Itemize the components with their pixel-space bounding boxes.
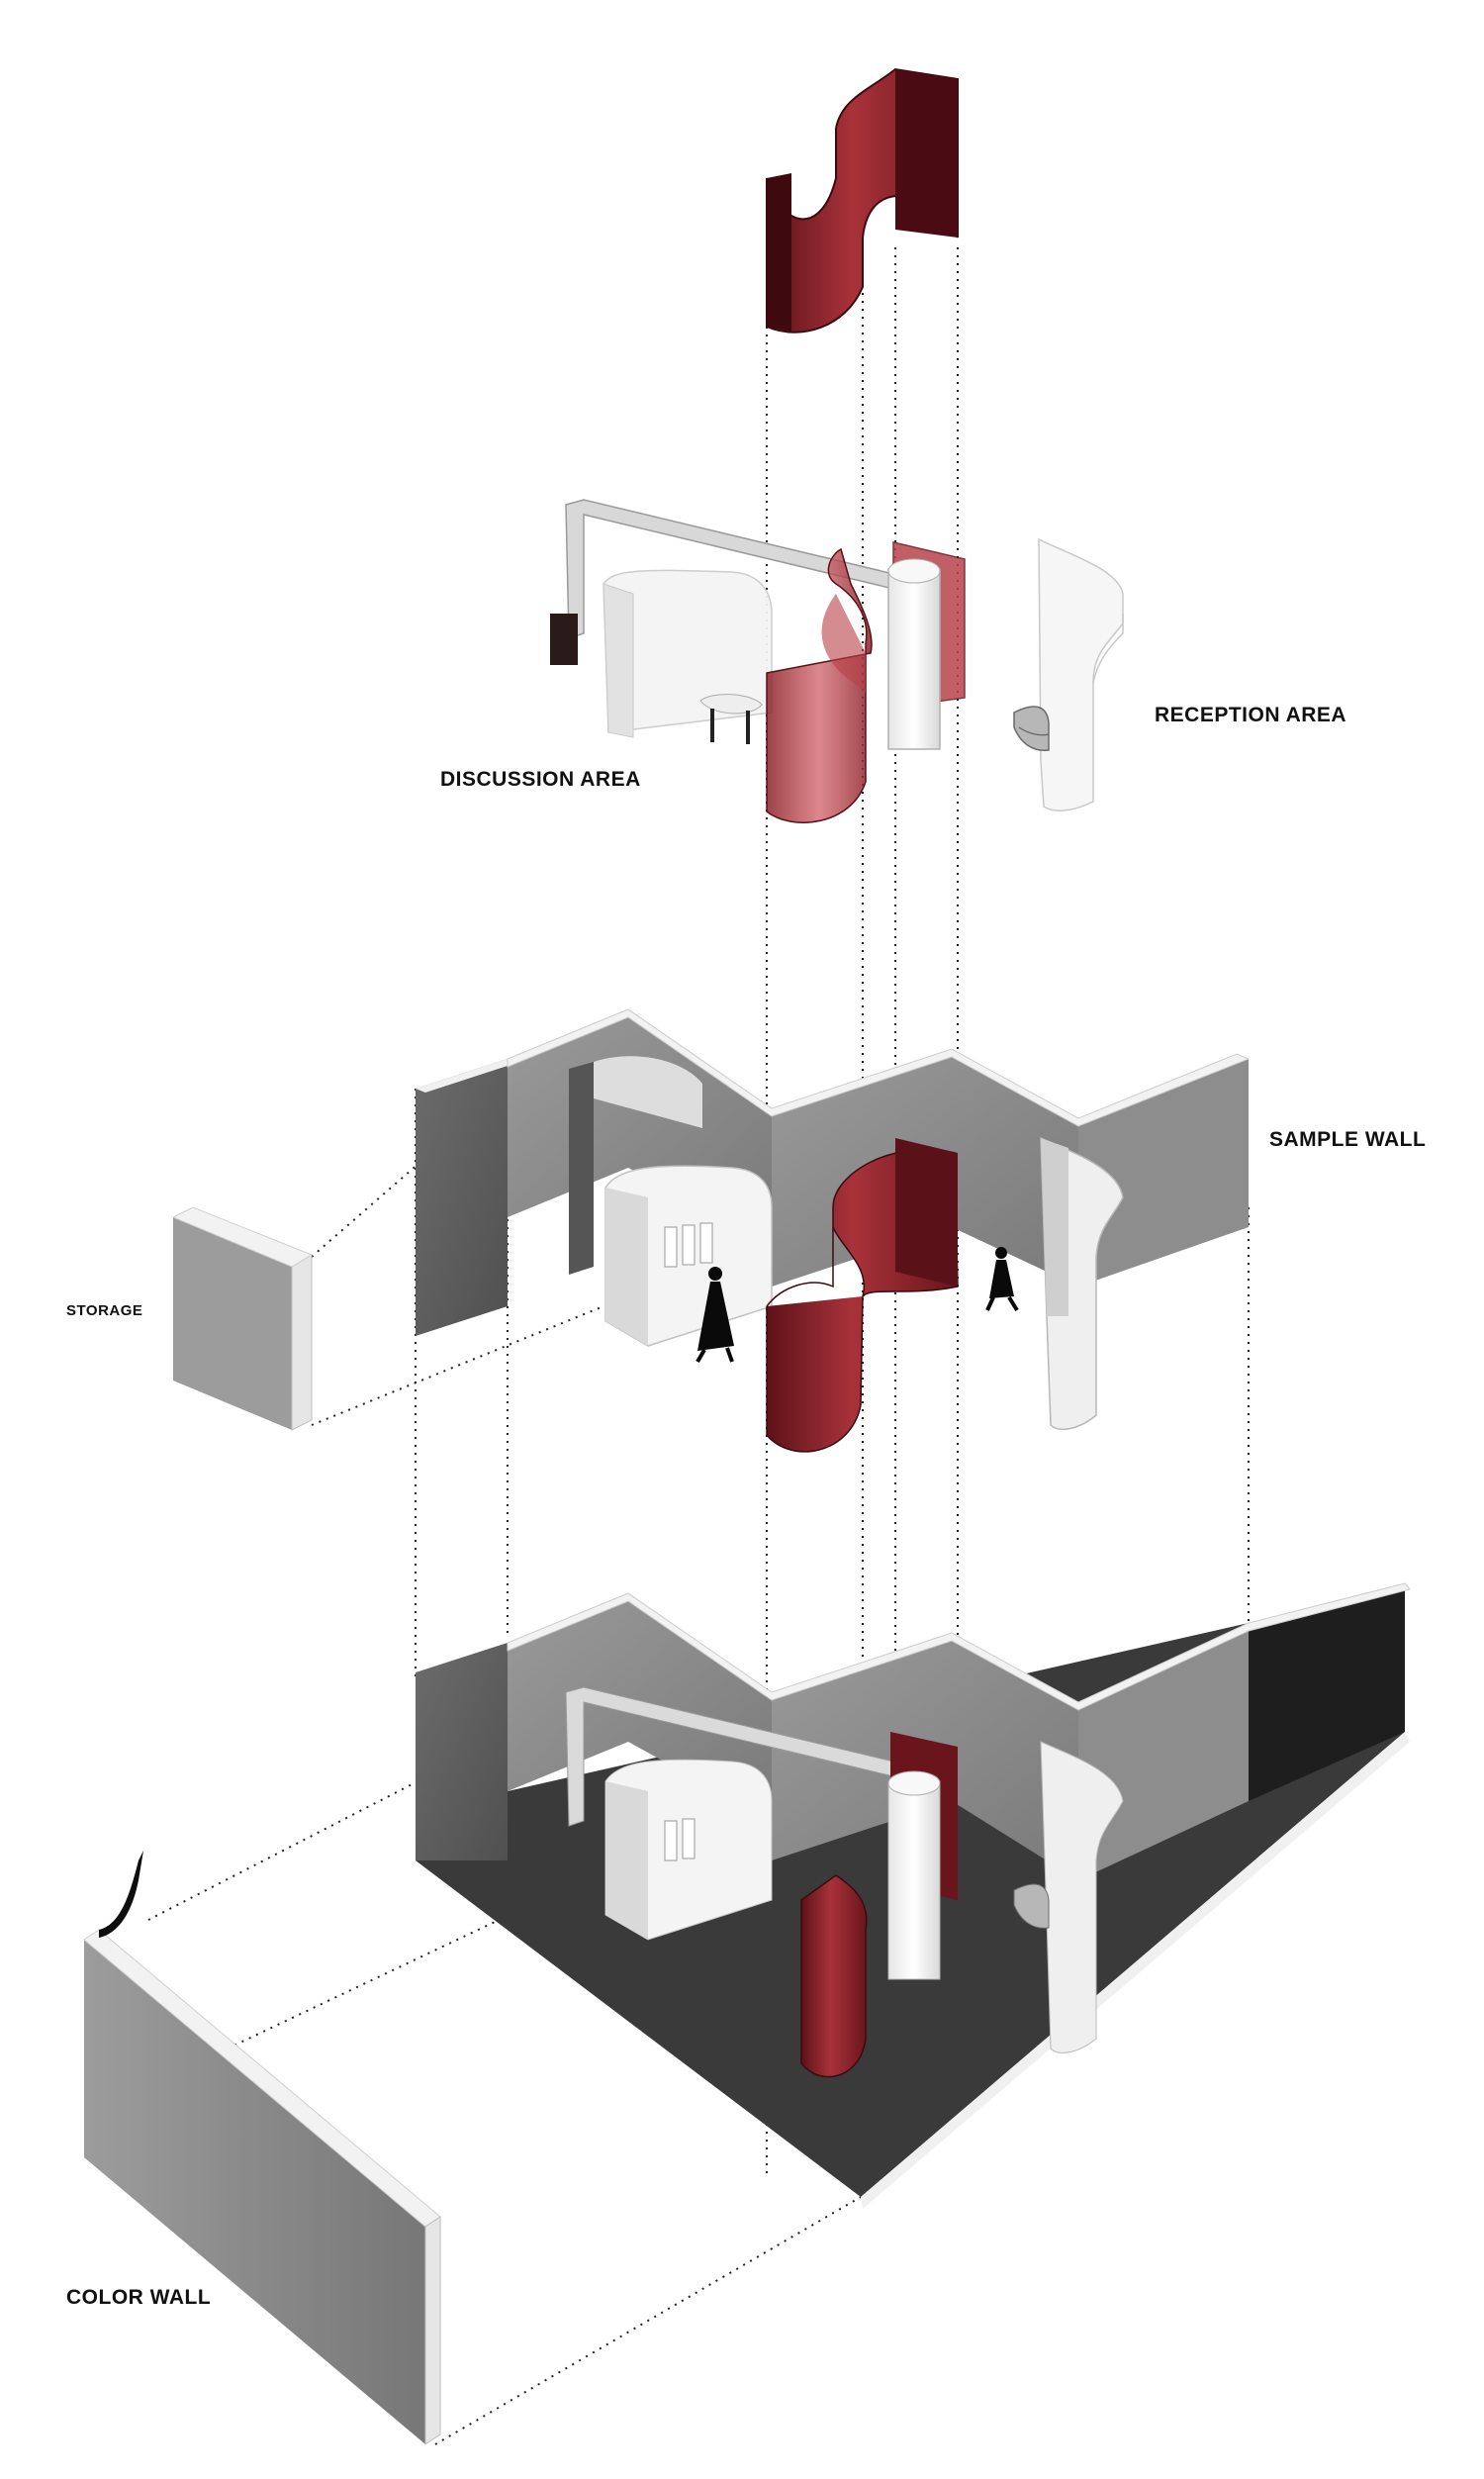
assembled-level — [416, 1582, 1411, 2209]
person-silhouette-icon — [696, 1267, 734, 1364]
label-storage: STORAGE — [66, 1302, 143, 1319]
label-reception-area: RECEPTION AREA — [1155, 704, 1347, 726]
label-color-wall: COLOR WALL — [66, 2286, 212, 2309]
label-sample-wall: SAMPLE WALL — [1269, 1128, 1427, 1151]
discussion-reception-level — [550, 499, 1124, 823]
sample-wall-level — [416, 1008, 1251, 1453]
color-wall — [83, 1851, 441, 2445]
label-discussion-area: DISCUSSION AREA — [440, 768, 641, 791]
top-red-curved-wall — [766, 67, 959, 334]
person-silhouette-icon — [985, 1247, 1019, 1312]
storage-box — [171, 1206, 314, 1431]
